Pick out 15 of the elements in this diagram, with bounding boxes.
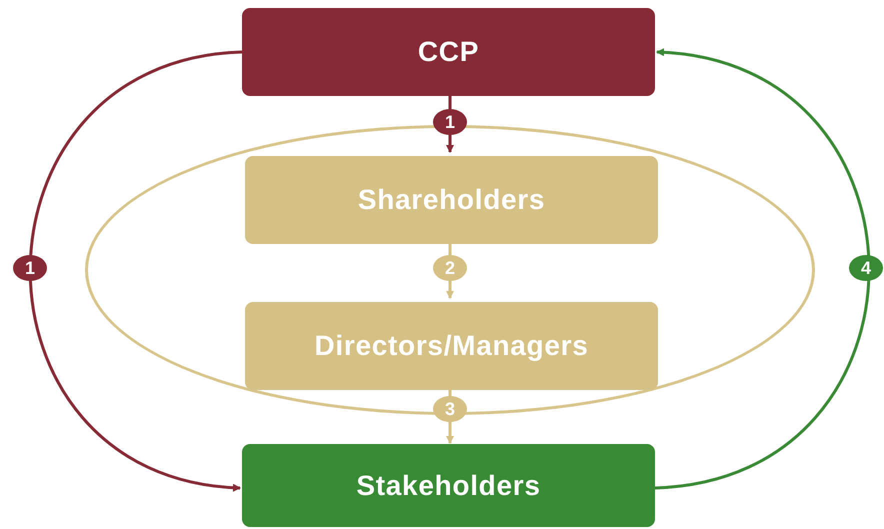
- process-box: [245, 302, 658, 390]
- box-label: Shareholders: [358, 183, 546, 217]
- step-number-badge: 1: [433, 109, 467, 135]
- box-label: CCP: [418, 35, 480, 69]
- process-box: [242, 444, 655, 527]
- process-box: [242, 8, 655, 96]
- box-label: Stakeholders: [356, 468, 541, 502]
- step-number-badge: 4: [849, 255, 883, 281]
- process-box: [245, 156, 658, 244]
- arrow: [29, 50, 242, 491]
- box-label: Directors/Managers: [314, 329, 589, 363]
- step-number-badge: 3: [433, 396, 467, 422]
- arrow: [654, 49, 870, 490]
- step-number-badge: 2: [433, 255, 467, 281]
- step-number-badge: 1: [13, 255, 47, 281]
